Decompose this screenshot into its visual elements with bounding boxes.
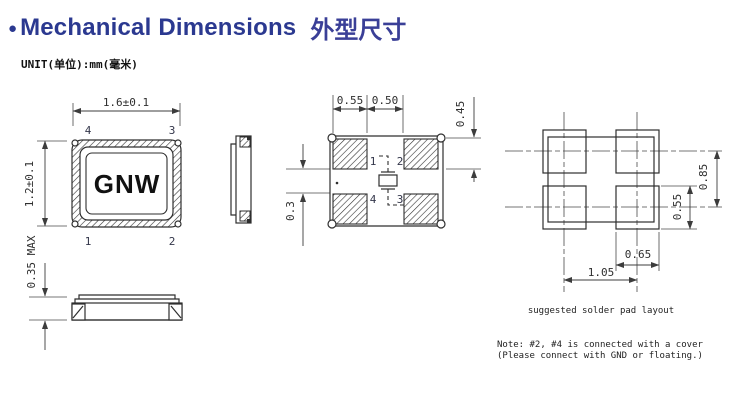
dim-pad-vgap: 0.3 [284, 201, 297, 221]
dim-col-pitch: 1.05 [588, 266, 615, 279]
solder-pad-layout-drawing: 0.85 0.55 0.65 1.05 suggested solder pad… [505, 112, 722, 316]
dim-thickness: 0.35 MAX [25, 235, 38, 288]
page-title: Mechanical Dimensions [20, 13, 297, 41]
pad-layout-caption: suggested solder pad layout [528, 306, 674, 316]
dim-pad-height: 0.45 [454, 101, 467, 128]
dim-pad-gap: 0.50 [372, 94, 399, 107]
pin-label-3: 3 [169, 124, 176, 137]
dim-body-height: 1.2±0.1 [23, 161, 36, 207]
bullet-icon: ● [8, 20, 18, 37]
section-header: ● Mechanical Dimensions 外型尺寸 [8, 10, 406, 45]
dim-layout-pad-width: 0.65 [625, 248, 652, 261]
dim-pad-width: 0.55 [337, 94, 364, 107]
dim-layout-pad-height: 0.55 [671, 194, 684, 221]
top-view-drawing: 1.6±0.1 1.2±0.1 4 3 1 2 GNW [23, 96, 182, 248]
note-line-1: Note: #2, #4 is connected with a cover [497, 340, 703, 350]
package-cavity [85, 152, 168, 215]
pin-label-4: 4 [85, 124, 92, 137]
unit-label: UNIT(单位):mm(毫米) [21, 58, 138, 71]
pad-pin-3: 3 [397, 193, 404, 206]
page-title-cn: 外型尺寸 [310, 16, 407, 44]
dim-body-width: 1.6±0.1 [103, 96, 149, 109]
note-block: Note: #2, #4 is connected with a cover (… [497, 340, 703, 361]
note-line-2: (Please connect with GND or floating.) [497, 351, 703, 361]
side-view-drawing: 0.35 MAX [25, 235, 183, 350]
pad-pin-1: 1 [370, 155, 377, 168]
pad-pin-2: 2 [397, 155, 404, 168]
end-view-drawing [230, 135, 252, 224]
pin-label-1: 1 [85, 235, 92, 248]
dim-row-pitch: 0.85 [697, 164, 710, 191]
pad-pin-4: 4 [370, 193, 377, 206]
bottom-view-drawing: 0.55 0.50 0.45 0.3 [284, 94, 481, 246]
part-marking: GNW [94, 169, 161, 199]
pin-label-2: 2 [169, 235, 176, 248]
